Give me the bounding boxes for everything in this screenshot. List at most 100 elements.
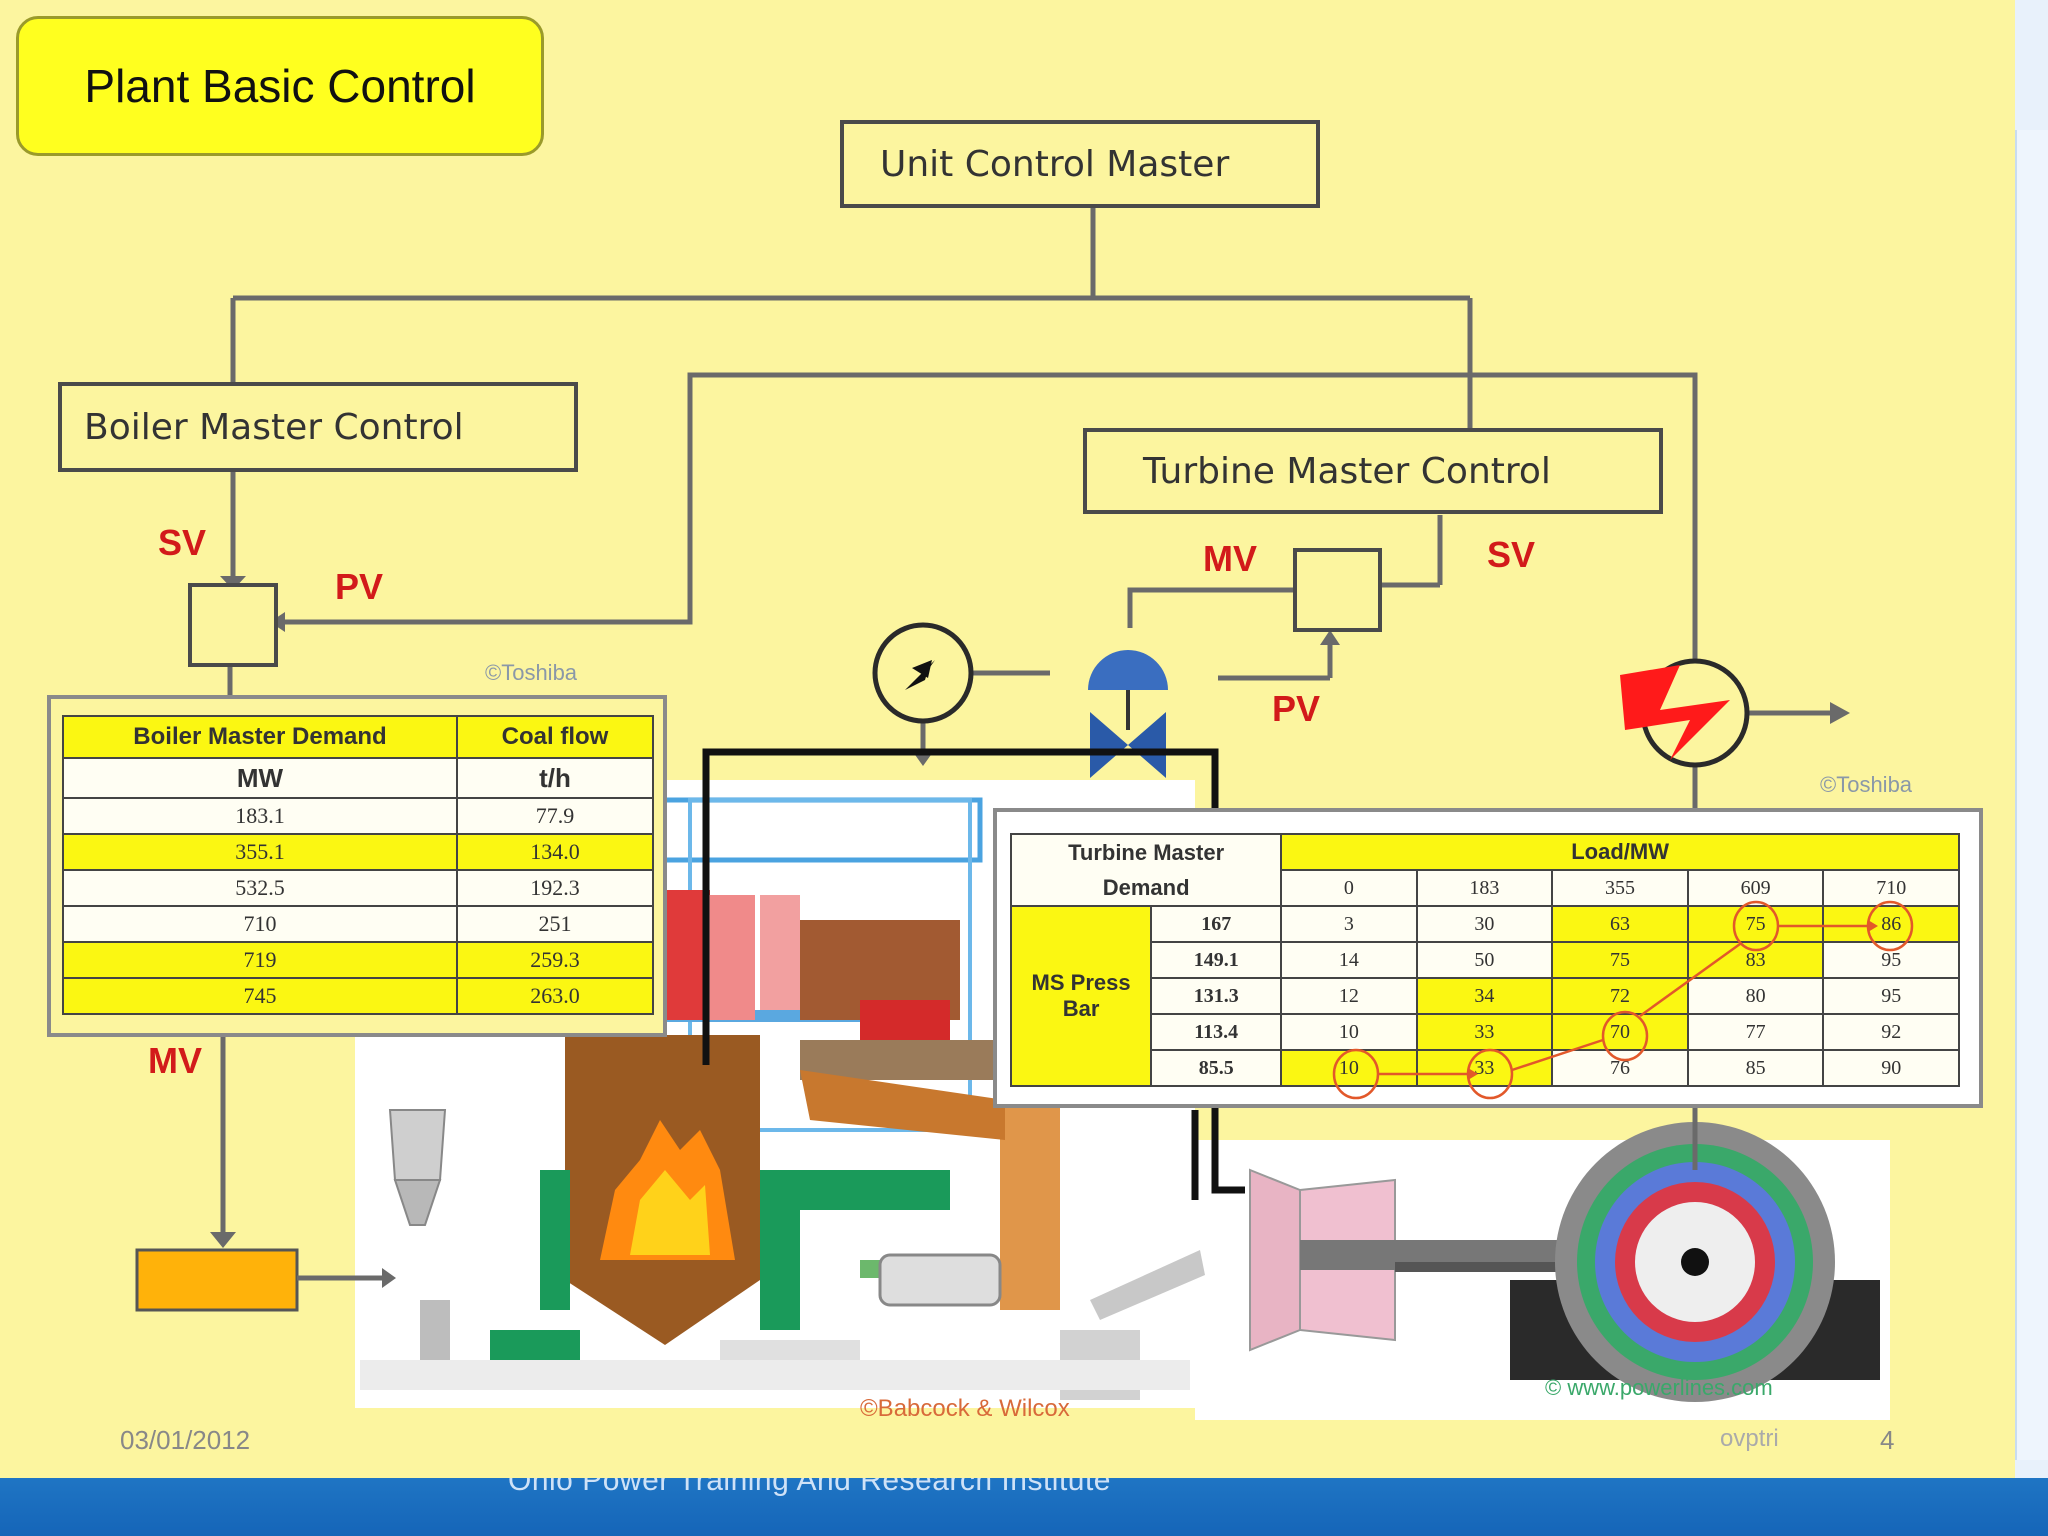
slide-logo: ovptri	[1720, 1425, 1779, 1452]
toshiba-credit-right: ©Toshiba	[1820, 772, 1913, 797]
boiler-master-control-label: Boiler Master Control	[84, 406, 464, 448]
control-valve-icon	[1088, 650, 1168, 690]
table-row: 85.5 10 33 76 85 90	[1011, 1049, 1960, 1087]
table-cell: 33	[1415, 1013, 1554, 1051]
unit-control-master-label: Unit Control Master	[880, 143, 1230, 185]
table-cell: 167	[1150, 905, 1283, 943]
load-col-1: 183	[1415, 869, 1554, 907]
powerlines-credit: © www.powerlines.com	[1545, 1375, 1773, 1400]
table-cell: 86	[1822, 905, 1960, 943]
turbine	[1249, 1168, 1301, 1352]
turbine-demand-table: Turbine Master Load/MW Demand 0 183 355 …	[1009, 833, 1960, 1087]
turbine-pv-label: PV	[1272, 688, 1321, 729]
load-col-0: 0	[1280, 869, 1418, 907]
table-cell: 95	[1822, 941, 1960, 979]
table-cell: 134.0	[456, 833, 654, 871]
toshiba-credit-left: ©Toshiba	[485, 660, 578, 685]
boiler-pv-label: PV	[335, 566, 384, 607]
table-cell: 131.3	[1150, 977, 1283, 1015]
load-col-3: 609	[1686, 869, 1825, 907]
ms-press-label-line2: Bar	[1062, 996, 1100, 1021]
boiler-table-header-coal: Coal flow	[456, 715, 654, 759]
ms-press-label: MS Press Bar	[1009, 905, 1153, 1087]
babcock-credit: ©Babcock & Wilcox	[860, 1395, 1070, 1422]
table-cell: 50	[1415, 941, 1554, 979]
table-cell: 263.0	[456, 977, 654, 1015]
table-cell: 90	[1822, 1049, 1960, 1087]
table-cell: 92	[1822, 1013, 1960, 1051]
boiler-master-control-box: Boiler Master Control	[58, 382, 578, 472]
table-cell: 259.3	[456, 941, 654, 979]
table-cell: 75	[1551, 941, 1689, 979]
footer-bar: Ohio Power Training And Research Institu…	[0, 1478, 2048, 1536]
table-cell: 719	[62, 941, 458, 979]
table-row: MS Press Bar 167 3 30 63 75 86	[1009, 905, 1960, 1087]
load-col-2: 355	[1551, 869, 1689, 907]
table-cell: 10	[1280, 1049, 1418, 1087]
turbine-table-header: Turbine Master	[1009, 833, 1283, 870]
table-cell: 355.1	[62, 833, 458, 871]
turbine-mv-label: MV	[1203, 538, 1257, 579]
turbine-master-control-label: Turbine Master Control	[1143, 450, 1551, 492]
page-title: Plant Basic Control	[16, 16, 544, 156]
table-cell: 80	[1686, 977, 1825, 1015]
table-cell: 85	[1686, 1049, 1825, 1087]
unit-control-master-box: Unit Control Master	[840, 120, 1320, 208]
table-cell: 14	[1280, 941, 1418, 979]
table-cell: 710	[62, 905, 458, 943]
lightning-icon	[1620, 665, 1730, 760]
turbine-sv-label: SV	[1487, 534, 1536, 575]
table-cell: 532.5	[62, 869, 458, 907]
page-number: 4	[1880, 1425, 1895, 1455]
coal-feeder	[135, 1248, 299, 1312]
table-cell: 10	[1280, 1013, 1418, 1051]
boiler-table-unit-th: t/h	[456, 757, 654, 799]
boiler-sv-label: SV	[158, 522, 207, 563]
table-cell: 113.4	[1150, 1013, 1283, 1051]
table-cell: 251	[456, 905, 654, 943]
table-cell: 77.9	[456, 797, 654, 835]
ms-press-label-line1: MS Press	[1031, 970, 1131, 995]
table-cell: 77	[1686, 1013, 1825, 1051]
table-cell: 183.1	[62, 797, 458, 835]
table-row: 113.4 10 33 70 77 92	[1011, 1013, 1960, 1051]
load-col-4: 710	[1822, 869, 1960, 907]
table-cell: 33	[1415, 1049, 1554, 1087]
table-row: 149.1 14 50 75 83 95	[1011, 941, 1960, 979]
table-cell: 3	[1280, 905, 1418, 943]
table-cell: 30	[1415, 905, 1554, 943]
turbine-table-header-b: Demand	[1009, 870, 1283, 907]
table-cell: 83	[1686, 941, 1825, 979]
table-cell: 149.1	[1150, 941, 1283, 979]
table-cell: 192.3	[456, 869, 654, 907]
slide-date: 03/01/2012	[120, 1425, 251, 1455]
right-scroll-strip	[2015, 0, 2048, 1536]
boiler-demand-table: Boiler Master Demand Coal flow MW t/h 18…	[62, 715, 654, 1015]
table-cell: 75	[1686, 905, 1825, 943]
table-cell: 34	[1415, 977, 1554, 1015]
turbine-master-control-box: Turbine Master Control	[1083, 428, 1663, 514]
turbine-table-load-header: Load/MW	[1280, 833, 1960, 871]
table-cell: 95	[1822, 977, 1960, 1015]
table-cell: 12	[1280, 977, 1418, 1015]
table-cell: 85.5	[1150, 1049, 1283, 1087]
table-row: 131.3 12 34 72 80 95	[1011, 977, 1960, 1015]
boiler-table-unit-mw: MW	[62, 757, 458, 799]
slide: Plant Basic Control Unit Control Master …	[16, 16, 1983, 1455]
table-cell: 76	[1551, 1049, 1689, 1087]
boiler-table-header-demand: Boiler Master Demand	[62, 715, 458, 759]
table-cell: 745	[62, 977, 458, 1015]
boiler-summing-block	[188, 583, 278, 667]
table-cell: 72	[1551, 977, 1689, 1015]
institute-caption: Ohio Power Training And Research Institu…	[508, 1478, 1111, 1497]
turbine-summing-block	[1293, 548, 1382, 632]
boiler-mv-label: MV	[148, 1040, 202, 1081]
table-cell: 70	[1551, 1013, 1689, 1051]
table-cell: 63	[1551, 905, 1689, 943]
